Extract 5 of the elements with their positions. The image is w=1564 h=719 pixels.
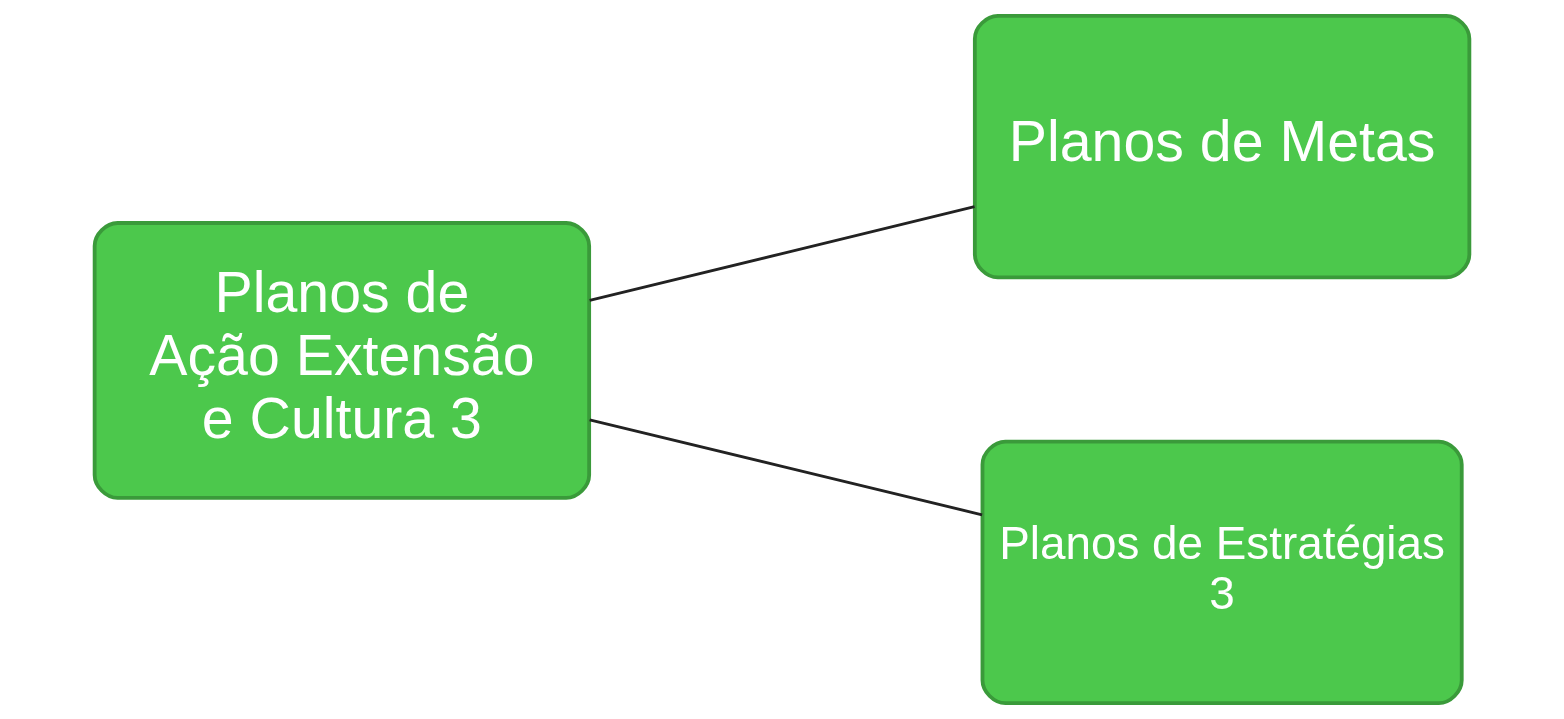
node-box: Planos de Estratégias 3 (980, 439, 1464, 706)
node-box: Planos de Ação Extensão e Cultura 3 (92, 221, 592, 500)
connector (589, 205, 975, 302)
node-box: Planos de Metas (972, 13, 1472, 280)
connector (589, 418, 983, 517)
